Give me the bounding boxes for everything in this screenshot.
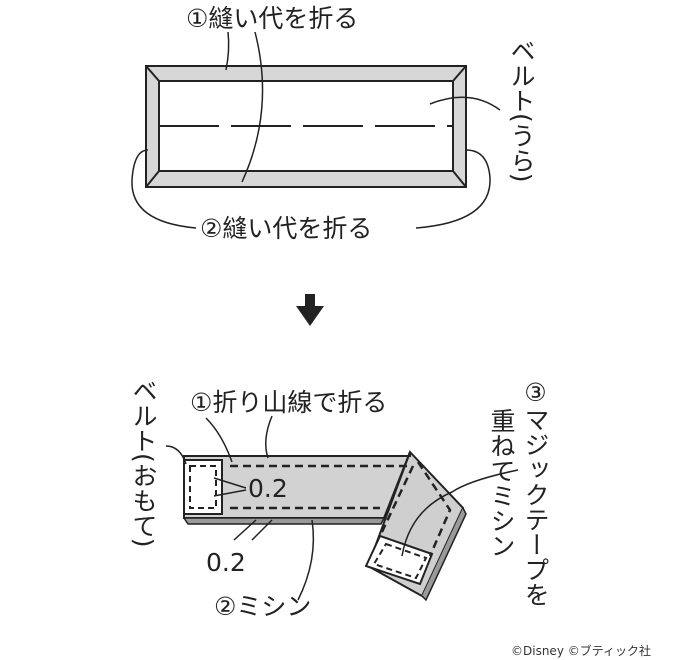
leader-belt-front (165, 445, 187, 465)
leader-margin-inner (213, 477, 247, 497)
step1-bottom-label: ②縫い代を折る (200, 214, 373, 243)
leader-fold-left (205, 417, 233, 463)
velcro-stitch-left (189, 465, 217, 509)
belt-front-illustration (182, 450, 467, 602)
leader-top-allowance (225, 31, 230, 71)
belt-back-illustration (145, 65, 467, 188)
corner-line (452, 65, 467, 82)
leader-velcro (401, 469, 519, 557)
velcro-label-line2: 重ねてミシン (487, 408, 516, 558)
corner-line (452, 170, 467, 188)
velcro-stitch-right (372, 542, 428, 580)
copyright-text: ©Disney ©ブティック社 (511, 644, 652, 658)
velcro-patch-right (364, 534, 434, 586)
margin-inner-value: 0.2 (248, 474, 288, 503)
leader-top-allowance-long (241, 31, 264, 183)
leader-belt-back (429, 96, 501, 111)
stitch-line-angled-inner (416, 461, 452, 557)
leader-bottom-left-loop (131, 149, 197, 229)
corner-line (145, 65, 160, 82)
step2-leader-lines (165, 415, 519, 601)
velcro-label-line1: ③マジックテープを (521, 378, 550, 607)
belt-front-label: ベルト(おもて) (129, 378, 158, 548)
step2-fold-label: ①折り山線で折る (190, 388, 388, 417)
step1-leader-lines (131, 31, 501, 229)
leader-margin-outer (233, 519, 273, 541)
margin-outer-value: 0.2 (206, 548, 246, 577)
step2-sew-label: ②ミシン (214, 592, 312, 621)
step1-top-label: ①縫い代を折る (186, 4, 359, 33)
belt-back-label: ベルト(うら) (507, 38, 536, 183)
down-arrow-icon (296, 294, 324, 326)
leader-sew (297, 519, 315, 601)
leader-fold-line (265, 415, 273, 459)
corner-line (145, 170, 160, 188)
leader-bottom-right-loop (415, 149, 491, 229)
